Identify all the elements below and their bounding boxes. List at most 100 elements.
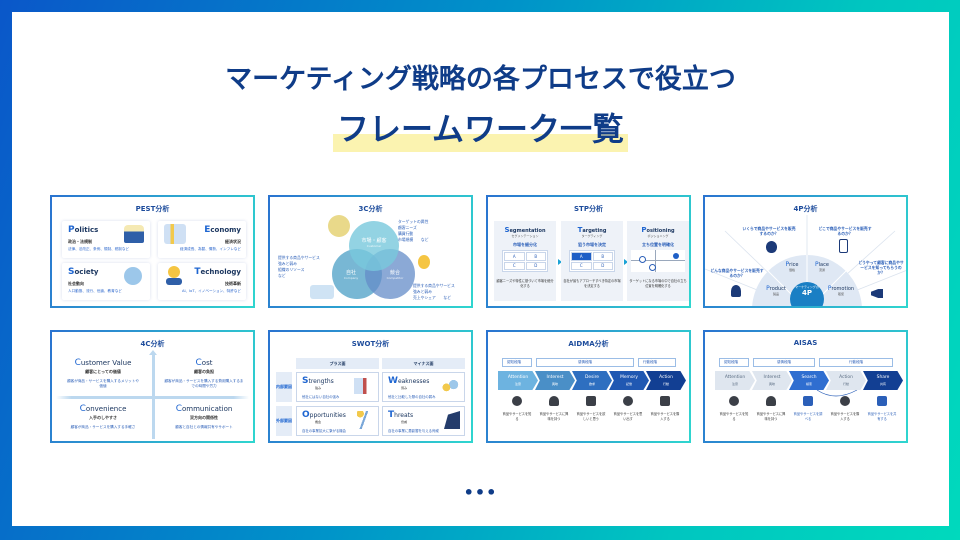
pest-cap: T [194,267,201,277]
opportunities-illustration [357,411,373,429]
lightbulb-illustration [168,266,180,278]
p-ja: 価格 [788,268,795,272]
segment-cell: D [525,261,546,270]
step-desc: 商品やサービスを共有する [867,412,897,421]
arrow-right-icon [624,259,628,265]
stage-label: 感情段階 [753,358,815,367]
stp-kana: ターゲティング [581,234,603,238]
step-ja: 検索 [805,381,812,386]
stage-label: 行動段階 [638,358,676,367]
4p-center-circle [790,282,824,306]
p-word: roduct [769,286,786,292]
swot-ja: 強み [315,386,322,390]
step-ja: 欲求 [588,381,595,386]
pest-economy: Economy 経済状況 経済成長、為替、情勢、インフレなど [158,221,246,258]
bullet: 購買行動 [398,231,414,236]
stp-desc: 顧客ニーズや特性に基づいて市場を細分化する [496,279,554,288]
competitor-dot [639,256,646,263]
swot-word: trengths [308,378,334,385]
person-icon [766,396,776,406]
axis-vertical-arrow [152,354,155,439]
card-title: AISAS [793,339,818,347]
swot-ja: 弱み [401,386,408,390]
circle-label-en: Customer [366,244,382,248]
card-title: 4C分析 [140,340,165,348]
p-ja: 販促 [837,292,844,296]
p-cap: P [827,285,832,292]
step-en: Attention [507,374,529,380]
c4-desc: 顧客が商品・サービスを購入する費用購入するまでの時間や労力 [164,379,244,388]
swot-desc: 他社にはない自社の強み [302,395,340,399]
circle-label: 市場・顧客 [361,238,387,244]
cart-icon [840,396,850,406]
step-ja: 興味 [768,381,775,386]
c4-desc: 顧客が商品・サービスを購入する手軽さ [70,425,136,429]
economy-illustration [164,224,186,244]
card-4c[interactable]: 4C分析 Customer Value 顧客にとっての価値 顧客が商品・サービス… [50,330,255,443]
smartphone-cart-icon [839,239,848,253]
card-pest[interactable]: PEST分析 Politics 政治・法規制 法律、法改正、条例、規制、税制など… [50,195,255,308]
stp-cap: T [577,226,583,234]
person-icon [549,396,559,406]
step-en: Interest [546,374,564,380]
swot-desc: 自社の事業に悪影響を与える脅威 [388,429,439,433]
stp-key: 市場を細分化 [513,242,537,247]
swot-col-header-plus: プラス面 [296,358,379,369]
strengths-illustration [354,378,372,394]
c4-word: onvenience [85,405,127,413]
pest-word: olitics [74,226,99,234]
stp-segmentation: Segmentation セグメンテーション 市場を細分化 A B C D 顧客… [494,221,556,301]
swot-desc: 他社と比較した際の自社の弱み [388,395,436,399]
segment-cell: A [504,252,525,261]
card-title: 4P分析 [793,205,818,213]
step-en: Attention [724,374,746,380]
c4-sub: 入手のしやすさ [89,415,117,420]
question-place: どこで商品やサービスを販売するのか？ [818,226,872,236]
4p-center-small: マーケティングの [795,285,819,289]
c4-word: ustomer Value [80,359,132,367]
card-title: PEST分析 [135,205,170,213]
c4-desc: 顧客と自社との情報共有やサポート [175,425,233,429]
stage-label: 行動段階 [819,358,893,367]
target-grid: A B C D [569,250,615,272]
stp-targeting: Targeting ターゲティング 狙う市場を決定 A B C D 自社が最もア… [561,221,623,301]
step-desc: 商品やサービスを思い出す [613,412,643,421]
c4-cost: Cost [158,358,250,368]
stp-key: 立ち位置を明確化 [642,242,674,247]
pest-cap: E [204,225,211,235]
bullet: 組織のリソース [278,267,305,272]
p-cap: P [815,261,819,268]
positioning-map [631,250,685,272]
megaphone-icon [871,289,883,298]
stp-positioning: Positioning ポジショニング 立ち位置を明確化 ターゲットになる市場の… [627,221,689,301]
weaknesses-illustration [441,379,459,393]
politics-illustration [124,225,144,243]
c4-cap: C [79,404,86,414]
pest-word: echnology [200,268,241,276]
swot-ja: 機会 [315,420,322,424]
step-ja: 共有 [879,381,886,386]
card-swot[interactable]: SWOT分析 プラス面 マイナス面 内部要因 外部要因 Strengths 強み… [268,330,473,443]
card-stp[interactable]: STP分析 Segmentation セグメンテーション 市場を細分化 A B … [486,195,691,308]
c4-customer-value: Customer Value [58,358,148,368]
p-word: rice [789,262,799,268]
bullet: 強みと弱み [413,289,432,294]
stp-cap: S [504,226,510,234]
step-en: Share [876,374,890,380]
p-cap: P [766,285,770,292]
page-title-line1: マーケティング戦略の各プロセスで役立つ [225,64,736,95]
p-ja: 製品 [772,292,779,296]
step-ja: 注意 [731,381,738,386]
step-ja: 行動 [842,381,849,386]
stp-key: 狙う市場を決定 [578,242,606,247]
step-desc: 商品やサービスに興味を持つ [756,412,786,421]
